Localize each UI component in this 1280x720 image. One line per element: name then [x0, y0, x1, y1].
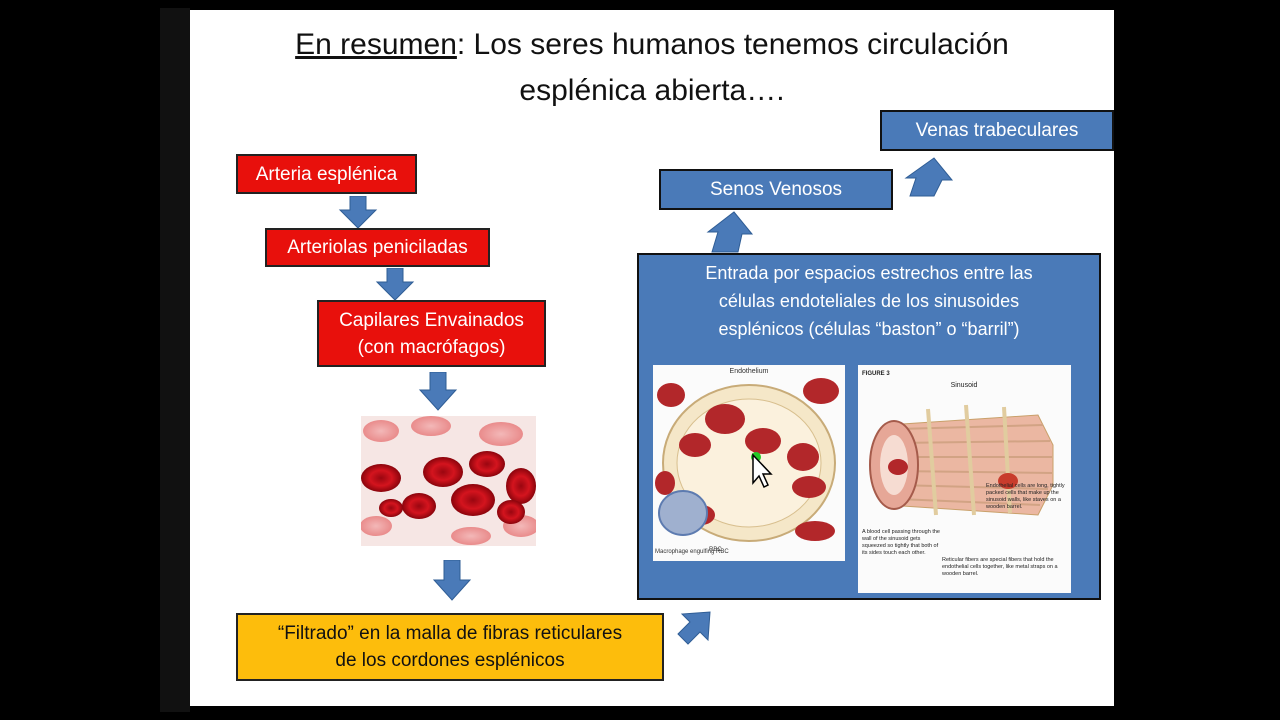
arteria-box: Arteria esplénica	[236, 154, 417, 194]
arteria-label: Arteria esplénica	[255, 163, 398, 185]
title-line2: esplénica abierta….	[519, 74, 785, 107]
filtrado-box: “Filtrado” en la malla de fibras reticul…	[236, 613, 664, 681]
filtrado-line2: de los cordones esplénicos	[335, 650, 565, 671]
capilares-box: Capilares Envainados (con macrófagos)	[317, 300, 546, 367]
entrada-line3: esplénicos (células “baston” o “barril”)	[718, 319, 1020, 339]
down-arrow-2	[375, 268, 415, 301]
filtrado-line1: “Filtrado” en la malla de fibras reticul…	[277, 623, 623, 644]
capilares-line1: Capilares Envainados	[339, 309, 524, 331]
capilares-line2: (con macrófagos)	[357, 336, 506, 358]
red-blood-cells-photo	[361, 416, 536, 546]
up-arrow-2	[706, 211, 754, 253]
video-left-border	[160, 8, 190, 712]
reticular-fibers-caption: Reticular fibers are special fibers that…	[942, 557, 1058, 577]
rbc-label: RBC	[709, 547, 722, 553]
venas-box: Venas trabeculares	[880, 110, 1114, 151]
slide-title: En resumen: Los seres humanos tenemos ci…	[190, 22, 1114, 114]
arteriolas-box: Arteriolas peniciladas	[265, 228, 490, 267]
entrada-box: Entrada por espacios estrechos entre las…	[637, 253, 1101, 600]
venas-label: Venas trabeculares	[915, 120, 1079, 141]
down-arrow-3	[418, 372, 458, 411]
down-arrow-4	[432, 560, 472, 601]
entrada-text: Entrada por espacios estrechos entre las…	[639, 259, 1099, 343]
up-arrow-3	[904, 157, 954, 197]
entrada-line1: Entrada por espacios estrechos entre las	[705, 263, 1033, 283]
arteriolas-label: Arteriolas peniciladas	[287, 237, 468, 258]
title-underlined: En resumen	[295, 28, 457, 61]
sinusoid-cross-section-figure: Endothelium Macrophage engulfing RBC RBC	[653, 365, 845, 561]
senos-label: Senos Venosos	[709, 179, 843, 200]
endothelium-label: Endothelium	[730, 368, 769, 375]
down-arrow-1	[338, 196, 378, 229]
slide: En resumen: Los seres humanos tenemos ci…	[190, 10, 1114, 706]
sinusoid-label: Sinusoid	[951, 382, 978, 389]
entrada-line2: células endoteliales de los sinusoides	[718, 291, 1020, 311]
blood-cell-caption: A blood cell passing through the wall of…	[862, 529, 940, 556]
up-right-arrow-1	[677, 611, 711, 645]
figure-number-label: FIGURE 3	[862, 371, 890, 377]
title-line1: : Los seres humanos tenemos circulación	[456, 28, 1009, 61]
senos-box: Senos Venosos	[659, 169, 893, 210]
endothelial-cells-caption: Endothelial cells are long, tightly pack…	[986, 483, 1065, 510]
macrophage-label: Macrophage engulfing RBC	[655, 549, 729, 555]
sinusoid-barrel-figure: FIGURE 3 Sinusoid	[858, 365, 1071, 593]
